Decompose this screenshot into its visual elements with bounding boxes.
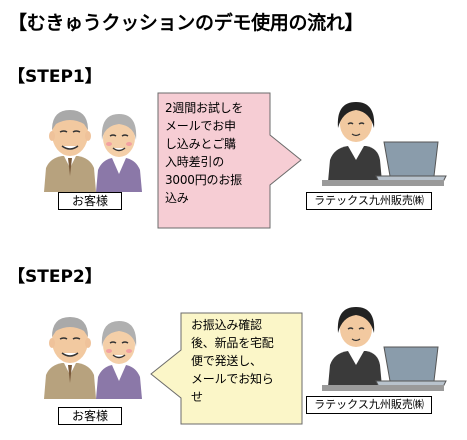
customer-label: お客様	[58, 192, 122, 210]
office-worker-icon	[328, 102, 382, 182]
step1-message: 2週間お試しを メールでお申 し込みとご購 入時差引の 3000円のお振 込み	[165, 101, 244, 205]
arrow-left-icon	[150, 312, 303, 425]
customer-label: お客様	[58, 407, 122, 425]
step2-heading: 【STEP2】	[8, 267, 102, 287]
desk	[322, 385, 444, 391]
elderly-man-icon	[44, 110, 96, 192]
elderly-woman-icon	[96, 321, 142, 399]
seller-label: ラテックス九州販売㈱	[306, 192, 432, 210]
arrow-right-icon	[157, 92, 302, 229]
step2-message: お振込み確認 後、新品を宅配 便で発送し、 メールでお知ら せ	[191, 318, 274, 404]
seller-label: ラテックス九州販売㈱	[306, 396, 432, 414]
step1-heading: 【STEP1】	[8, 67, 102, 87]
page-title: 【むきゅうクッションのデモ使用の流れ】	[8, 12, 364, 34]
office-worker-icon	[328, 307, 382, 387]
elderly-woman-icon	[96, 114, 142, 192]
desk	[322, 180, 444, 186]
elderly-man-icon	[44, 317, 96, 399]
